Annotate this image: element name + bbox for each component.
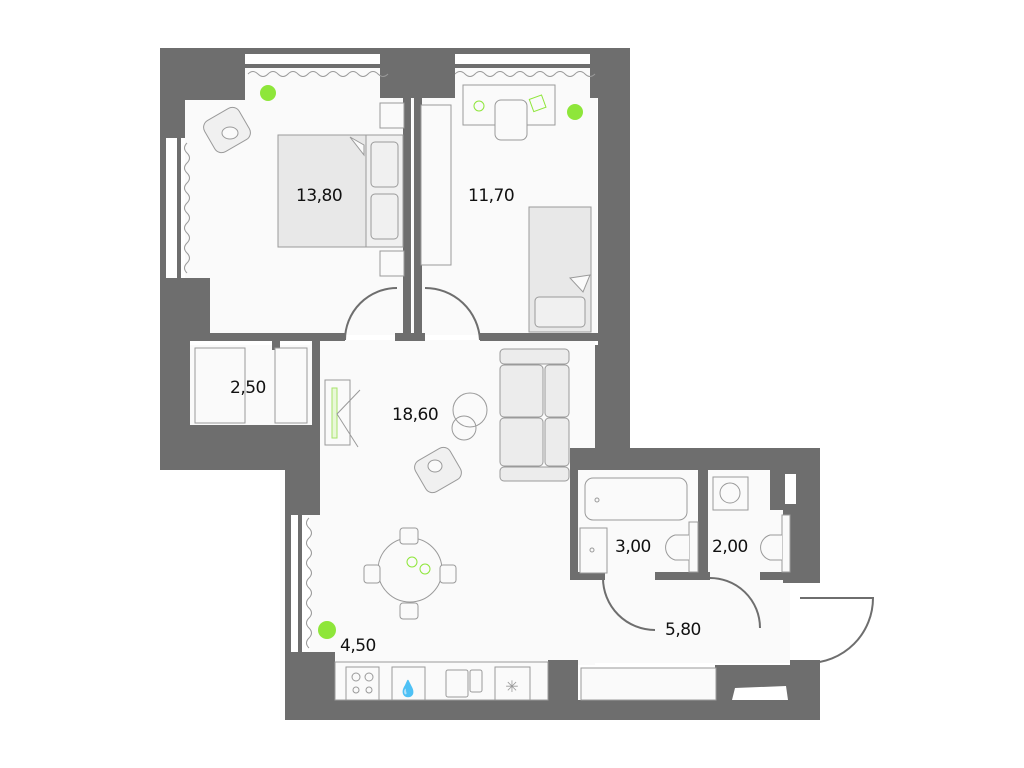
room-area-bedroom-1: 13,80 [296, 186, 343, 206]
room-area-kitchen: 4,50 [340, 636, 376, 656]
sofa [499, 348, 570, 482]
room-area-wardrobe: 2,50 [230, 378, 266, 398]
armchair [414, 446, 462, 494]
room-area-hallway: 5,80 [665, 620, 701, 640]
dining-table [363, 527, 457, 620]
kitchen-counter: ✳ 💧 [334, 661, 549, 701]
desk [462, 84, 556, 141]
armchair [203, 106, 251, 154]
windows [166, 54, 796, 700]
svg-text:💧: 💧 [398, 679, 418, 698]
wardrobe-rack [194, 104, 717, 701]
coffee-tables [451, 392, 488, 441]
room-area-bathroom: 3,00 [615, 537, 651, 557]
single-bed [528, 206, 592, 333]
curtains [184, 71, 596, 649]
double-bed [277, 102, 405, 277]
room-area-living-room: 18,60 [392, 405, 439, 425]
room-area-bedroom-2: 11,70 [468, 186, 515, 206]
tv-stand [324, 379, 361, 448]
room-area-toilet: 2,00 [712, 537, 748, 557]
doors [344, 286, 875, 664]
bathroom-fixtures [579, 476, 791, 574]
walls [160, 48, 820, 720]
plant-icon [260, 85, 583, 639]
svg-text:✳: ✳ [505, 677, 518, 696]
